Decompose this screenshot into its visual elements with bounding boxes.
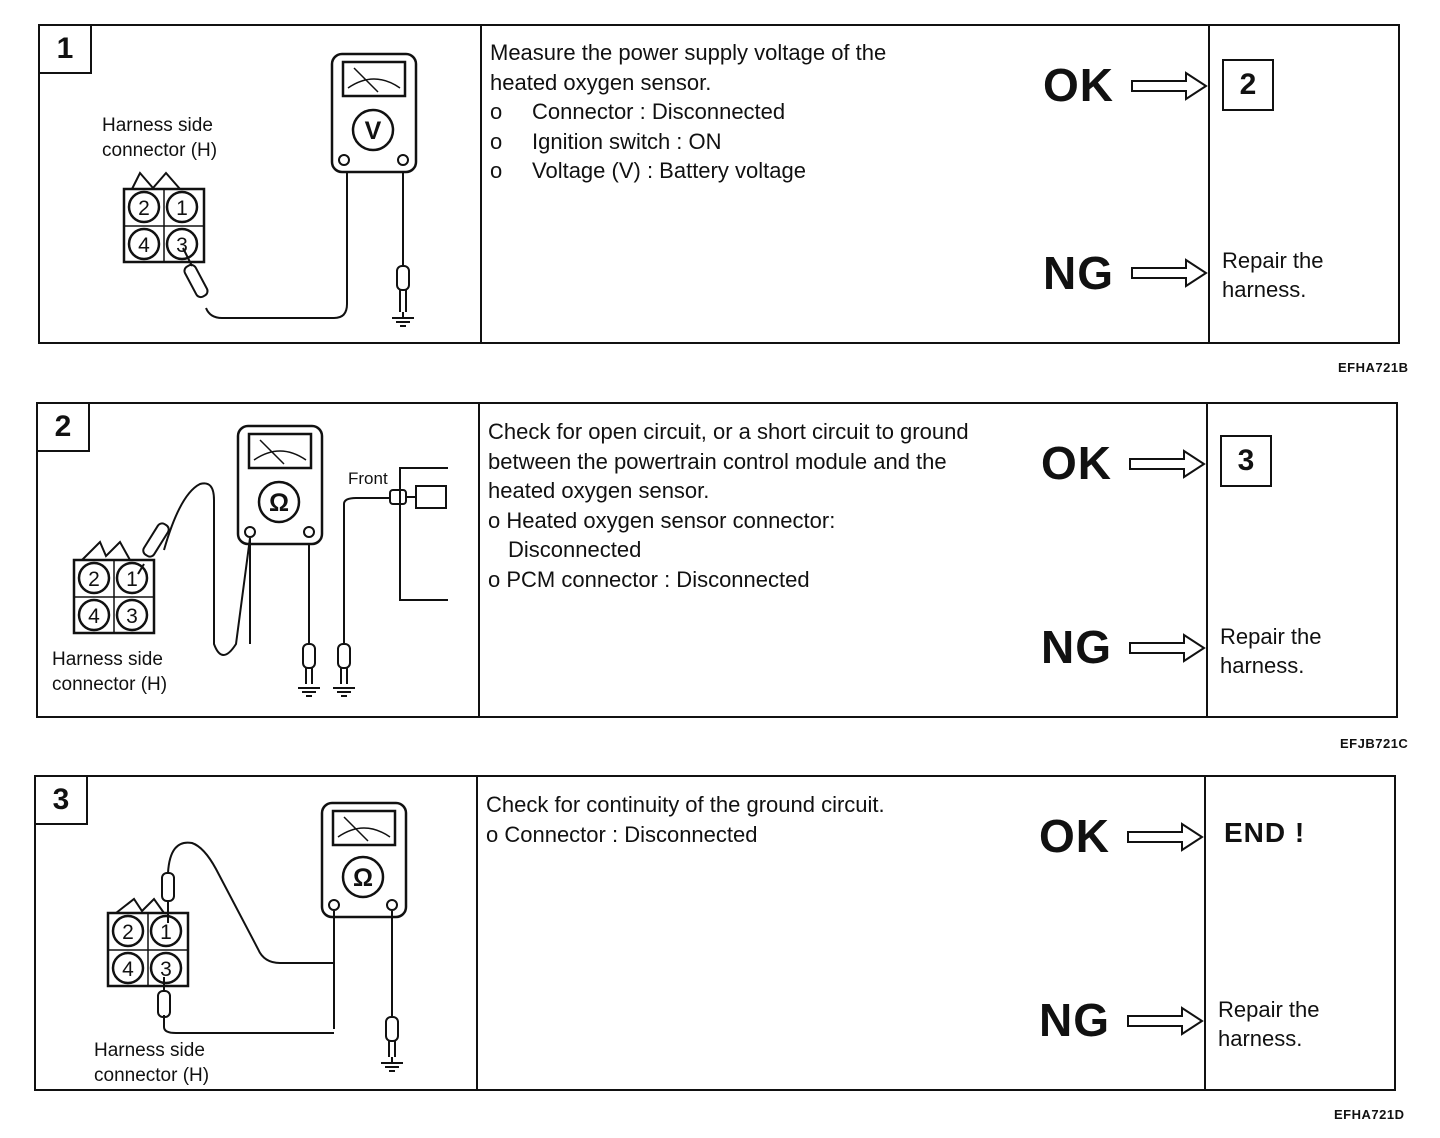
harness-label-line2: connector (H) [94, 1065, 209, 1086]
step-3-result-column: END ! Repair the harness. [1204, 777, 1396, 1089]
test-probe-icon [302, 643, 351, 684]
step-1-ok-next-step[interactable]: 2 [1222, 59, 1274, 111]
step-2-box: 2 Ω [36, 402, 1398, 718]
step-1-description: Measure the power supply voltage of the … [490, 40, 887, 183]
pin-1: 1 [176, 197, 188, 220]
step-2-wiring-diagram: Ω [52, 424, 448, 697]
step-1-ok-label: OK [1043, 59, 1114, 111]
step-2-ok-label: OK [1041, 437, 1112, 489]
multimeter-icon [320, 801, 408, 919]
pin-1: 1 [126, 568, 138, 591]
step-2-figure-code: EFJB721C [1340, 736, 1409, 751]
hollow-right-arrow-icon [1131, 258, 1208, 288]
harness-connector-icon [72, 540, 156, 635]
step-3-ng-result: Repair the harness. [1218, 997, 1320, 1051]
pcm-connector-icon [389, 467, 448, 601]
front-label: Front [348, 469, 388, 488]
meter-symbol: Ω [269, 489, 289, 517]
step-2-description: Check for open circuit, or a short circu… [488, 419, 969, 592]
test-probe-icon [385, 1016, 399, 1057]
pin-4: 4 [122, 958, 134, 981]
step-1-ng-label: NG [1043, 247, 1114, 299]
step-1-figure-code: EFHA721B [1338, 360, 1409, 375]
step-3-number: 3 [36, 777, 88, 825]
test-probe-icon [182, 247, 209, 299]
step-2-number: 2 [38, 404, 90, 452]
harness-connector-icon [122, 171, 206, 264]
ground-symbol-icon [392, 312, 414, 327]
step-3-box: 3 Ω [34, 775, 1396, 1091]
step-1-box: 1 V [38, 24, 1400, 344]
hollow-right-arrow-icon [1127, 1006, 1204, 1036]
step-1-ng-result: Repair the harness. [1222, 248, 1324, 302]
step-3-description: Check for continuity of the ground circu… [486, 792, 885, 847]
pin-4: 4 [88, 605, 100, 628]
hollow-right-arrow-icon [1129, 633, 1206, 663]
pin-4: 4 [138, 234, 150, 257]
harness-label-line1: Harness side [52, 649, 163, 670]
step-1-result-column: 2 Repair the harness. [1208, 26, 1400, 342]
harness-connector-icon [106, 897, 190, 988]
pin-2: 2 [88, 568, 100, 591]
multimeter-icon [236, 424, 324, 546]
meter-symbol: Ω [353, 864, 373, 892]
step-2-diagram: 2 Ω [38, 404, 480, 716]
step-3-ok-end: END ! [1224, 817, 1306, 848]
step-1-number: 1 [40, 26, 92, 74]
ground-symbol-icon [298, 687, 355, 697]
pin-3: 3 [160, 958, 172, 981]
hollow-right-arrow-icon [1129, 449, 1206, 479]
pin-2: 2 [122, 921, 134, 944]
multimeter-icon [330, 52, 418, 174]
test-probe-icon [396, 265, 410, 312]
harness-label-line1: Harness side [102, 115, 213, 136]
harness-label-line2: connector (H) [102, 140, 217, 161]
hollow-right-arrow-icon [1131, 71, 1208, 101]
step-2-ng-result: Repair the harness. [1220, 624, 1322, 678]
step-2-ng-label: NG [1041, 621, 1112, 673]
step-3-ng-label: NG [1039, 994, 1110, 1046]
test-probe-icon [137, 522, 170, 575]
step-2-result-column: 3 Repair the harness. [1206, 404, 1398, 716]
step-3-ok-label: OK [1039, 810, 1110, 862]
pin-1: 1 [160, 921, 172, 944]
step-3-figure-code: EFHA721D [1334, 1107, 1405, 1122]
step-2-ok-next-step[interactable]: 3 [1220, 435, 1272, 487]
hollow-right-arrow-icon [1127, 822, 1204, 852]
pin-2: 2 [138, 197, 150, 220]
harness-label-line1: Harness side [94, 1040, 205, 1061]
harness-label-line2: connector (H) [52, 674, 167, 695]
meter-symbol: V [365, 117, 382, 145]
pin-3: 3 [126, 605, 138, 628]
step-1-wiring-diagram: V [102, 52, 418, 327]
pin-3: 3 [176, 234, 188, 257]
step-3-wiring-diagram: Ω [94, 801, 408, 1086]
ground-symbol-icon [381, 1057, 403, 1072]
step-1-diagram: 1 V [40, 26, 482, 342]
step-3-diagram: 3 Ω [36, 777, 478, 1089]
